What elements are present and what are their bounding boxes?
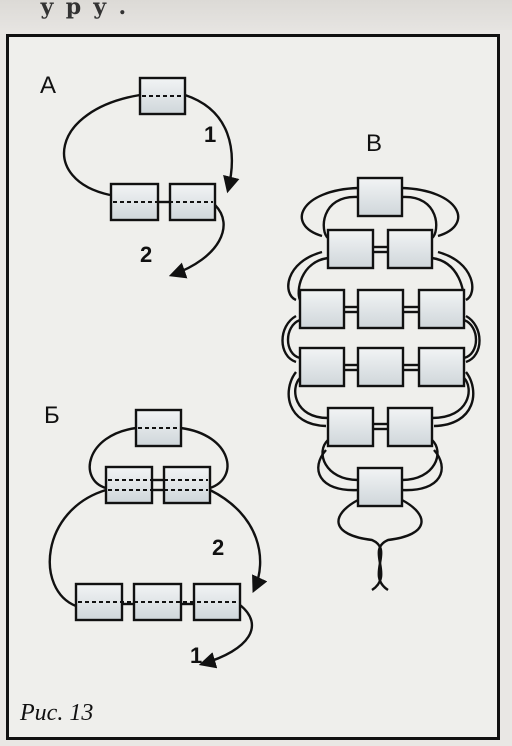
beads-v — [298, 176, 466, 508]
bead-v-r4-3 — [417, 346, 466, 388]
thread-b-top-left — [88, 426, 137, 490]
panel-a-step-2: 2 — [140, 242, 153, 267]
panel-b-step-1: 1 — [190, 643, 203, 668]
bead-v-r3-3 — [417, 288, 466, 330]
thread-a-1 — [184, 93, 240, 194]
bead-v-r4-1 — [298, 346, 346, 388]
bead-v-r1 — [356, 176, 404, 218]
panel-a-label: А — [40, 72, 57, 99]
panel-v — [281, 186, 481, 592]
bead-v-r5-2 — [386, 406, 434, 448]
figure-frame — [6, 34, 500, 740]
thread-b-big-left — [48, 488, 107, 608]
bead-v-r5-1 — [326, 406, 375, 448]
bead-v-r2-1 — [326, 228, 375, 270]
page-top-strip: у р у . — [0, 0, 512, 30]
panel-a-step-1: 1 — [204, 122, 217, 147]
bead-v-r4-2 — [356, 346, 405, 388]
beads-b — [74, 408, 242, 622]
page-top-text: у р у . — [40, 0, 129, 20]
bead-b-mid-left — [104, 465, 154, 505]
thread-b-top-right — [180, 426, 229, 490]
thread-b-2 — [209, 488, 268, 594]
thread-loop-a — [62, 93, 141, 197]
beads-a — [109, 76, 217, 222]
panel-v-label: В — [366, 130, 383, 157]
panel-b — [48, 426, 268, 669]
panel-b-step-2: 2 — [212, 535, 225, 560]
bead-b-mid-right — [162, 465, 212, 505]
thread-b-1 — [198, 604, 253, 669]
thread-a-2 — [168, 204, 225, 279]
bead-v-r3-2 — [356, 288, 405, 330]
bead-v-r2-2 — [386, 228, 434, 270]
bead-v-r3-1 — [298, 288, 346, 330]
threads-dashed-a — [113, 95, 213, 203]
bead-v-r6 — [356, 466, 404, 508]
threads-dashed-b — [78, 427, 238, 603]
figure-caption: Рис. 13 — [16, 700, 98, 727]
panel-b-label: Б — [44, 402, 60, 429]
